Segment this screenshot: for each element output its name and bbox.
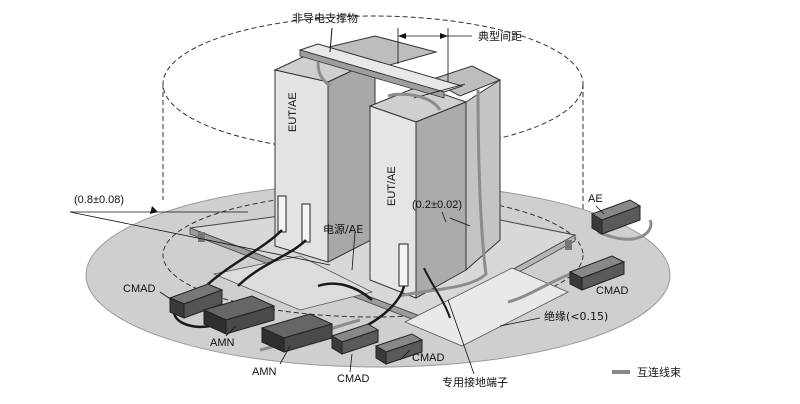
interconnect-cable-5 bbox=[597, 219, 653, 241]
label-typical-spacing: 典型间距 bbox=[478, 29, 522, 43]
power-cable-2 bbox=[205, 229, 283, 287]
spacing-arrow-2 bbox=[440, 33, 448, 39]
label-cmad-bottom-center: CMAD bbox=[337, 373, 369, 385]
label-eut-ae-right: EUT/AE bbox=[386, 166, 398, 206]
amn-upper-device bbox=[202, 295, 276, 335]
label-dist-02: (0.2±0.02) bbox=[412, 199, 462, 211]
spacing-arrow-1 bbox=[398, 33, 406, 39]
label-power-ae: 电源/AE bbox=[323, 222, 363, 236]
label-amn-upper: AMN bbox=[210, 337, 235, 349]
legend-interconnect-label: 互连线束 bbox=[637, 365, 681, 379]
table-leg-3 bbox=[565, 240, 572, 250]
ground-terminal-leader bbox=[447, 299, 475, 375]
label-amn-lower: AMN bbox=[252, 366, 277, 378]
power-cable-6 bbox=[423, 267, 451, 319]
label-cmad-left: CMAD bbox=[123, 283, 155, 295]
ae-device bbox=[590, 199, 642, 235]
label-nonconductive-support: 非导电支撑物 bbox=[292, 11, 358, 25]
amn-upper-leader bbox=[225, 325, 237, 337]
dist-08-arrow bbox=[150, 206, 158, 214]
insulation-leader bbox=[499, 317, 541, 327]
support-leader bbox=[329, 27, 333, 53]
cmad-bc-leader bbox=[349, 353, 353, 373]
label-insulation: 绝缘(<0.15) bbox=[544, 309, 608, 323]
label-dedicated-ground: 专用接地端子 bbox=[442, 375, 508, 389]
cabinet-right-slot bbox=[398, 243, 409, 287]
dist-02-leader bbox=[441, 211, 447, 223]
interconnect-cable-2 bbox=[387, 92, 442, 111]
cabinet-back-right-side bbox=[465, 79, 501, 272]
amn-lower-leader bbox=[279, 345, 291, 365]
support-bar-side bbox=[299, 49, 445, 99]
cmad-bottom-device bbox=[374, 333, 424, 365]
insulation-sheet bbox=[404, 267, 569, 347]
cmad-bottom-leader bbox=[399, 349, 411, 361]
label-eut-ae-left: EUT/AE bbox=[287, 92, 299, 132]
dist-02-tick bbox=[449, 217, 471, 227]
table-leg-1 bbox=[198, 232, 205, 242]
power-cable-3 bbox=[365, 285, 406, 328]
power-cable-5 bbox=[317, 282, 373, 301]
dist-08-slope bbox=[69, 211, 331, 266]
cmad-left-leader bbox=[159, 291, 173, 301]
label-cmad-right: CMAD bbox=[596, 285, 628, 297]
label-ae: AE bbox=[588, 193, 603, 205]
label-dist-08: (0.8±0.08) bbox=[74, 194, 124, 206]
cmad-right-device bbox=[568, 255, 626, 291]
label-cmad-bottom: CMAD bbox=[412, 352, 444, 364]
cmad-left-device bbox=[168, 283, 224, 319]
ae-leader bbox=[595, 205, 605, 215]
power-cable-1 bbox=[237, 239, 307, 287]
interconnect-cable-1 bbox=[316, 61, 331, 88]
cabinet-left-slot-1 bbox=[277, 195, 287, 233]
spacing-leader bbox=[413, 83, 466, 99]
power-ae-leader bbox=[351, 231, 356, 271]
interconnect-cable-3 bbox=[399, 89, 488, 298]
cabinet-left-slot-2 bbox=[301, 203, 311, 243]
cmad-bottom-center-device bbox=[330, 323, 380, 355]
amn-lower-device bbox=[260, 313, 334, 353]
